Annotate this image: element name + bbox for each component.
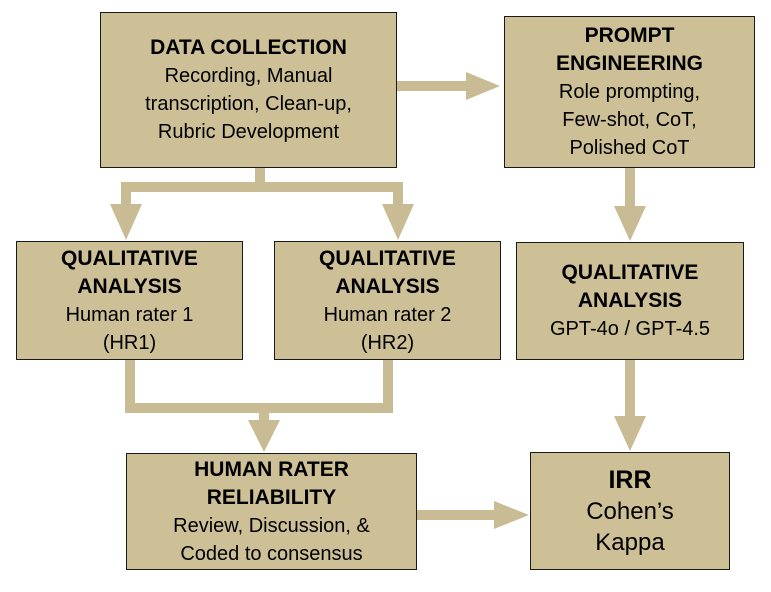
data-collection-line-1: Recording, Manual bbox=[164, 65, 333, 87]
qa-hr2-line-2: (HR2) bbox=[360, 331, 415, 354]
prompt-engineering-line-1: Role prompting, bbox=[558, 81, 701, 103]
qa-hr2-title-line-1: QUALITATIVE bbox=[319, 246, 456, 270]
qualitative-analysis-hr2-box: QUALITATIVE ANALYSIS Human rater 2 (HR2) bbox=[274, 241, 501, 360]
irr-line-2: Kappa bbox=[595, 529, 665, 556]
data-collection-title: DATA COLLECTION bbox=[150, 36, 347, 59]
reliability-title-line-2: RELIABILITY bbox=[206, 485, 337, 509]
qa-hr2-title-line-2: ANALYSIS bbox=[335, 274, 440, 298]
qa-hr1-line-1: Human rater 1 bbox=[65, 303, 194, 326]
arrow-hr-merge-to-reliability bbox=[125, 360, 393, 452]
qa-gpt-line-1: GPT-4o / GPT-4.5 bbox=[549, 318, 711, 340]
arrow-reliability-to-irr bbox=[417, 501, 529, 529]
irr-line-1: Cohen’s bbox=[586, 498, 674, 525]
qualitative-analysis-hr1-box: QUALITATIVE ANALYSIS Human rater 1 (HR1) bbox=[16, 241, 243, 360]
irr-box: IRR Cohen’s Kappa bbox=[530, 452, 730, 570]
reliability-line-1: Review, Discussion, & bbox=[173, 514, 370, 537]
qa-hr2-line-1: Human rater 2 bbox=[323, 303, 452, 326]
qa-gpt-title-line-2: ANALYSIS bbox=[577, 289, 683, 312]
arrow-prompt-to-gpt bbox=[614, 168, 646, 241]
data-collection-line-2: transcription, Clean-up, bbox=[145, 93, 352, 115]
human-rater-reliability-box: HUMAN RATER RELIABILITY Review, Discussi… bbox=[126, 453, 417, 570]
prompt-engineering-title-line-1: PROMPT bbox=[584, 24, 675, 47]
prompt-engineering-title-line-2: ENGINEERING bbox=[555, 52, 704, 75]
qa-hr1-title-line-2: ANALYSIS bbox=[77, 274, 182, 298]
reliability-line-2: Coded to consensus bbox=[180, 542, 363, 565]
qa-gpt-title-line-1: QUALITATIVE bbox=[561, 261, 699, 284]
qa-hr1-line-2: (HR1) bbox=[102, 331, 157, 354]
prompt-engineering-box: PROMPT ENGINEERING Role prompting, Few-s… bbox=[504, 16, 755, 168]
arrow-data-to-hr-split bbox=[110, 168, 414, 240]
prompt-engineering-line-3: Polished CoT bbox=[569, 137, 690, 159]
qualitative-analysis-gpt-box: QUALITATIVE ANALYSIS GPT-4o / GPT-4.5 bbox=[516, 242, 744, 360]
prompt-engineering-line-2: Few-shot, CoT, bbox=[562, 109, 697, 131]
arrow-data-to-prompt bbox=[397, 72, 500, 100]
arrow-gpt-to-irr bbox=[614, 360, 646, 451]
data-collection-line-3: Rubric Development bbox=[157, 121, 340, 143]
data-collection-box: DATA COLLECTION Recording, Manual transc… bbox=[100, 12, 397, 168]
reliability-title-line-1: HUMAN RATER bbox=[194, 457, 349, 481]
irr-title: IRR bbox=[608, 466, 652, 494]
qa-hr1-title-line-1: QUALITATIVE bbox=[61, 246, 198, 270]
